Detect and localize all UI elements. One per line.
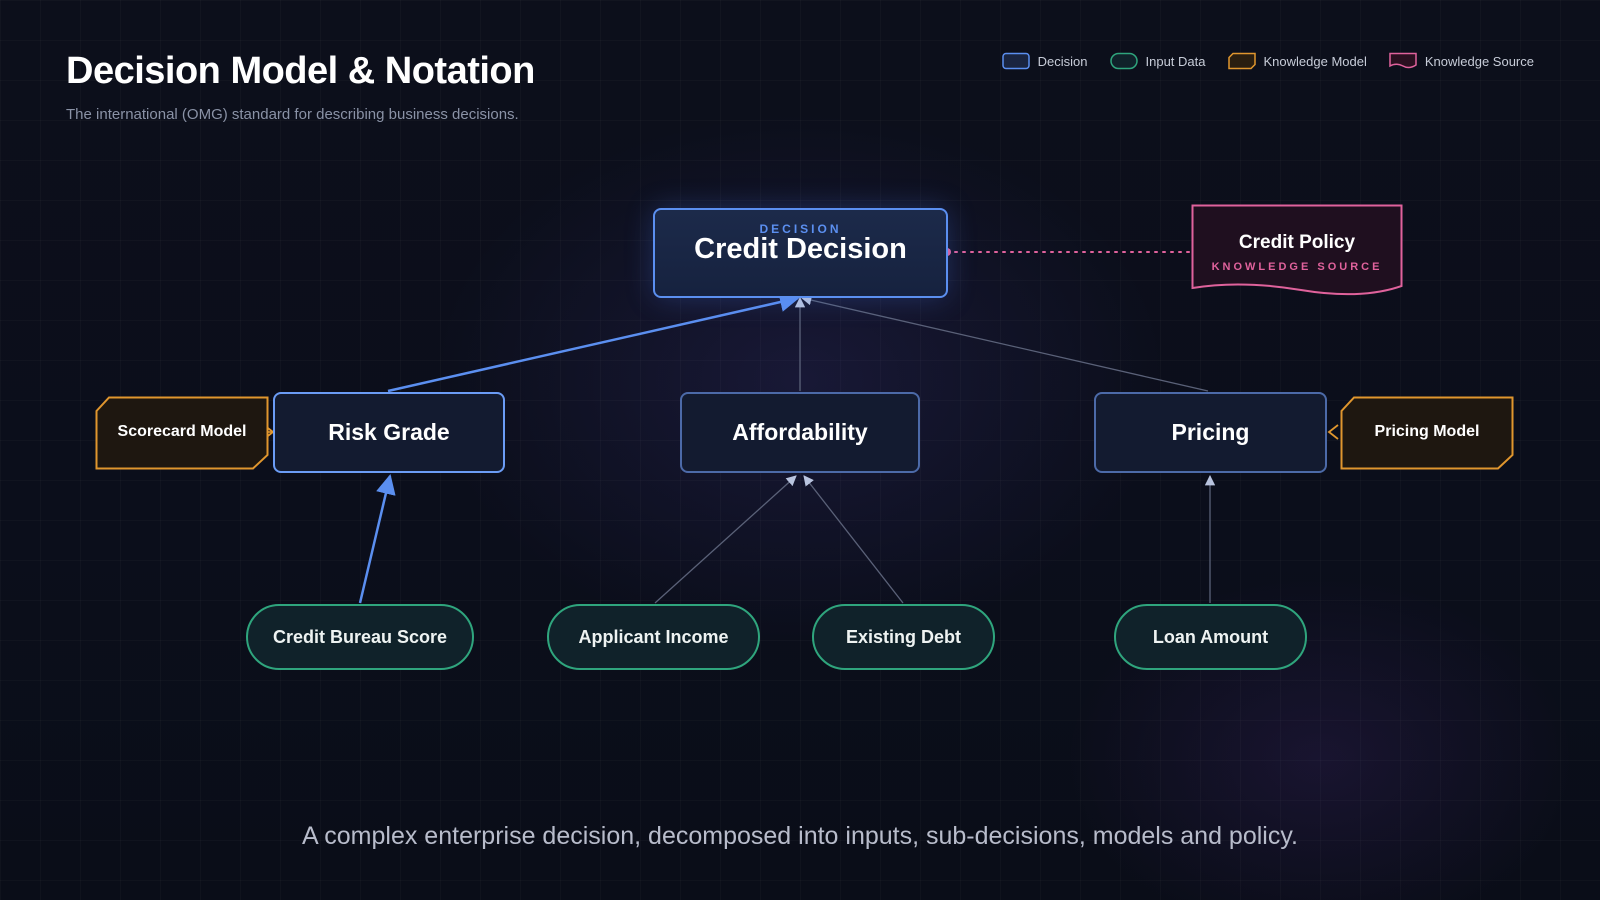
knowledge-model-scorecard[interactable]: Scorecard Model [95,396,269,470]
arrowhead-pricing-model [1327,424,1339,440]
page-title: Decision Model & Notation [66,50,535,92]
edge-debt-to-affordability [803,475,904,604]
input-data-swatch-icon [1109,52,1138,70]
page-subtitle: The international (OMG) standard for des… [66,106,519,123]
footer-caption: A complex enterprise decision, decompose… [302,822,1298,850]
decision-risk-grade[interactable]: Risk Grade [273,392,505,473]
decision-credit-decision[interactable]: DECISION Credit Decision [653,208,948,298]
knowledge-source-kicker: KNOWLEDGE SOURCE [1211,261,1383,273]
legend-item-knowledge-model: Knowledge Model [1227,52,1367,70]
legend-label: Knowledge Model [1263,53,1367,69]
decision-affordability[interactable]: Affordability [680,392,920,473]
input-applicant-income[interactable]: Applicant Income [547,604,760,670]
knowledge-source-swatch-icon [1389,52,1417,69]
edge-bureau-to-risk [358,474,396,604]
edge-income-to-affordability [654,475,797,604]
input-label: Existing Debt [845,626,961,647]
edge-risk-to-credit [387,292,800,393]
legend-item-knowledge-source: Knowledge Source [1389,52,1534,70]
input-label: Loan Amount [1152,626,1269,647]
decision-label: Credit Decision [694,232,907,265]
knowledge-model-shape [1340,396,1514,470]
decision-label: Pricing [1171,419,1250,445]
input-label: Applicant Income [578,626,729,647]
knowledge-model-shape [95,396,269,470]
legend: Decision Input Data Knowledge Model Know… [1001,52,1534,70]
input-label: Credit Bureau Score [272,626,448,647]
knowledge-source-credit-policy[interactable]: Credit Policy KNOWLEDGE SOURCE [1191,204,1403,300]
input-credit-bureau-score[interactable]: Credit Bureau Score [246,604,474,670]
knowledge-model-label: Scorecard Model [117,423,247,440]
decision-swatch-icon [1001,52,1030,70]
legend-label: Input Data [1145,53,1206,69]
legend-label: Knowledge Source [1424,53,1534,69]
decision-kicker: DECISION [759,222,842,236]
knowledge-source-shape [1191,204,1403,296]
knowledge-model-pricing[interactable]: Pricing Model [1340,396,1514,470]
legend-label: Decision [1037,53,1088,69]
edge-pricing-to-credit [800,295,1209,392]
decision-label: Risk Grade [328,419,450,445]
knowledge-model-swatch-icon [1227,52,1256,70]
decision-label: Affordability [732,419,868,445]
legend-item-input-data: Input Data [1109,52,1206,70]
legend-item-decision: Decision [1001,52,1088,70]
knowledge-model-label: Pricing Model [1374,423,1480,440]
input-existing-debt[interactable]: Existing Debt [812,604,995,670]
input-loan-amount[interactable]: Loan Amount [1114,604,1307,670]
decision-pricing[interactable]: Pricing [1094,392,1327,473]
knowledge-source-title: Credit Policy [1238,232,1356,253]
